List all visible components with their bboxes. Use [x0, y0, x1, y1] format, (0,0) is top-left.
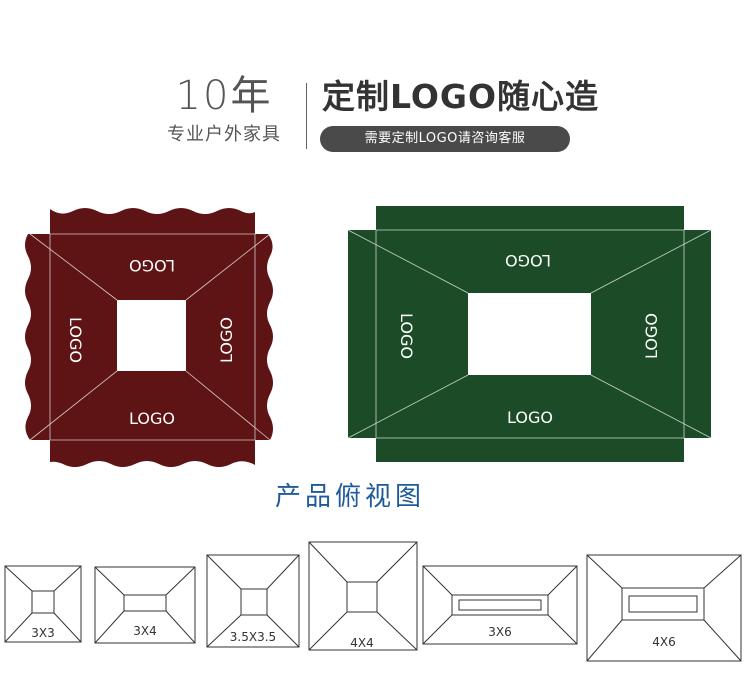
green-canopy-seams	[347, 229, 712, 439]
size-diagram-4x6	[586, 554, 742, 662]
size-diagram-4x4	[308, 541, 418, 651]
slogan-headline: 定制LOGO随心造	[322, 77, 600, 116]
size-label-3x4: 3X4	[133, 624, 157, 638]
size-diagram-3x3	[4, 565, 82, 643]
red-canopy-seams	[29, 233, 271, 441]
section-title: 产品俯视图	[274, 482, 425, 512]
size-diagram-3x4	[94, 566, 196, 644]
red-logo-top: LOGO	[129, 256, 175, 275]
red-canopy: LOGO LOGO LOGO LOGO	[25, 208, 273, 467]
red-canopy-vent	[117, 300, 186, 371]
green-logo-bottom: LOGO	[507, 408, 553, 427]
red-logo-left: LOGO	[66, 317, 85, 363]
red-logo-right: LOGO	[217, 317, 236, 363]
size-label-4x6: 4X6	[652, 635, 676, 649]
size-diagram-3-5x3-5	[206, 554, 300, 648]
size-label-3x3: 3X3	[31, 626, 55, 640]
size-label-3-5x3-5: 3.5X3.5	[230, 630, 276, 644]
size-label-3x6: 3X6	[488, 625, 512, 639]
years-subtitle: 专业户外家具	[167, 124, 281, 145]
size-label-4x4: 4X4	[350, 636, 374, 650]
header-divider	[306, 83, 307, 149]
green-logo-left: LOGO	[397, 313, 416, 359]
green-canopy: LOGO LOGO LOGO LOGO	[347, 206, 712, 462]
contact-pill: 需要定制LOGO请咨询客服	[320, 126, 570, 152]
green-canopy-vent	[468, 293, 591, 375]
size-diagram-3x6	[422, 565, 578, 645]
red-logo-bottom: LOGO	[129, 409, 175, 428]
years-headline: 10年	[175, 73, 273, 119]
green-logo-right: LOGO	[642, 313, 661, 359]
green-logo-top: LOGO	[505, 251, 551, 270]
